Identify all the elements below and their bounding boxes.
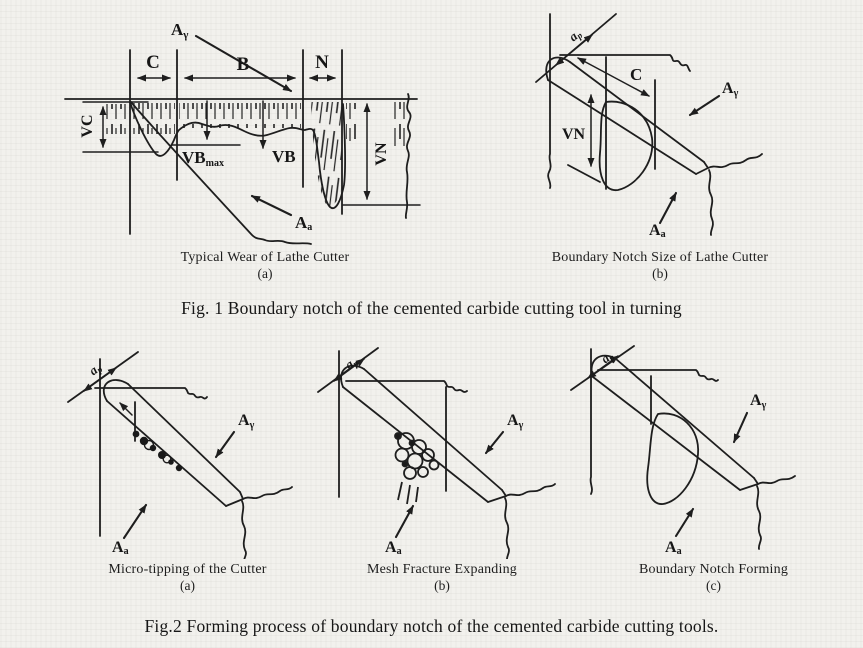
flank-face-arrow: [250, 194, 293, 217]
label-zone-b: B: [237, 54, 250, 75]
tool-perspective-outline: [570, 345, 796, 550]
tool-perspective-outline: [534, 13, 763, 236]
dimension-lines: [587, 355, 619, 379]
tool-perspective-outline: [317, 347, 556, 559]
tool-edge-outline: [64, 49, 418, 245]
fig1-caption: Fig. 1 Boundary notch of the cemented ca…: [181, 298, 682, 318]
label-rake-face: Aγ: [171, 20, 188, 41]
fig2-panel-a: ap Aγ Aa Micro-tipping of the Cutter (a): [50, 344, 325, 593]
label-rake-face: Aγ: [750, 392, 767, 411]
label-flank-face: Aa: [385, 539, 402, 557]
rake-face-arrow: [194, 34, 293, 93]
pointer-arrows: [194, 34, 293, 217]
fig1b-notch-diagram: ap C VN Aγ Aa: [534, 13, 763, 240]
label-vb-max: VBmax: [182, 148, 224, 169]
fig2c-title: Boundary Notch Forming: [638, 562, 789, 577]
label-depth-of-cut: ap: [86, 359, 105, 379]
fig1a-tag: (a): [257, 266, 273, 281]
fig2-panel-c: ap Aγ Aa Boundary Notch Forming (c): [566, 344, 861, 593]
label-vb: VB: [272, 147, 296, 166]
rake-face-arrow: [484, 430, 505, 455]
fig1a-title: Typical Wear of Lathe Cutter: [180, 250, 350, 265]
flank-face-arrow: [122, 503, 148, 540]
flank-face-arrow: [394, 504, 415, 539]
fig1-panel-a: Aγ C B N VC VBmax VB VN Aa Typical Wear …: [50, 2, 480, 281]
fig2a-microtipping-diagram: ap Aγ Aa: [67, 351, 293, 559]
dimension-lines: [333, 358, 365, 382]
fig2c-notch-forming-diagram: ap Aγ Aa: [570, 345, 796, 557]
fig2a-tag: (a): [180, 578, 195, 593]
label-depth-of-cut: ap: [598, 347, 617, 367]
fig1-panel-b: ap C VN Aγ Aa Boundary Notch Size of Lat…: [515, 2, 805, 281]
fig1b-tag: (b): [652, 266, 668, 281]
label-rake-face: Aγ: [722, 80, 739, 99]
wear-hatch-regions: [105, 102, 406, 207]
label-c: C: [630, 65, 642, 84]
flank-face-arrow: [658, 191, 677, 225]
dimension-lines: [554, 34, 650, 167]
label-vn: VN: [562, 126, 586, 143]
fig2b-tag: (b): [434, 578, 450, 593]
dimension-lines: [82, 74, 421, 206]
label-rake-face: Aγ: [238, 412, 255, 431]
pointer-arrows: [674, 411, 749, 538]
tool-perspective-outline: [67, 351, 293, 559]
micro-chips: [132, 430, 183, 472]
fig1a-wear-diagram: Aγ C B N VC VBmax VB VN Aa: [64, 20, 421, 245]
fig2-panel-b: ap Aγ Aa Mesh Fracture Expanding (b): [316, 344, 568, 593]
fig2b-title: Mesh Fracture Expanding: [366, 562, 517, 577]
dimension-lines: [83, 367, 133, 416]
label-flank-face: Aa: [665, 539, 682, 557]
pointer-arrows: [658, 94, 720, 225]
flank-face-arrow: [674, 507, 695, 538]
rake-face-arrow: [214, 430, 236, 459]
pointer-arrows: [394, 430, 505, 539]
rake-face-arrow: [732, 411, 749, 444]
label-zone-n: N: [315, 52, 329, 73]
label-rake-face: Aγ: [507, 412, 524, 431]
fig2-caption: Fig.2 Forming process of boundary notch …: [144, 616, 719, 636]
fig2a-title: Micro-tipping of the Cutter: [108, 562, 267, 577]
label-flank-face: Aa: [649, 222, 666, 240]
fig1b-title: Boundary Notch Size of Lathe Cutter: [551, 250, 769, 265]
label-vc: VC: [79, 114, 96, 137]
rake-face-arrow: [688, 94, 720, 117]
pointer-arrows: [122, 430, 236, 540]
fig2b-mesh-fracture-diagram: ap Aγ Aa: [317, 347, 556, 559]
fig2c-tag: (c): [706, 578, 721, 593]
label-zone-c: C: [146, 52, 160, 73]
label-flank-face: Aa: [295, 213, 312, 233]
mesh-fracture-cluster: [394, 432, 440, 505]
label-flank-face: Aa: [112, 539, 129, 557]
label-vn: VN: [373, 142, 390, 166]
